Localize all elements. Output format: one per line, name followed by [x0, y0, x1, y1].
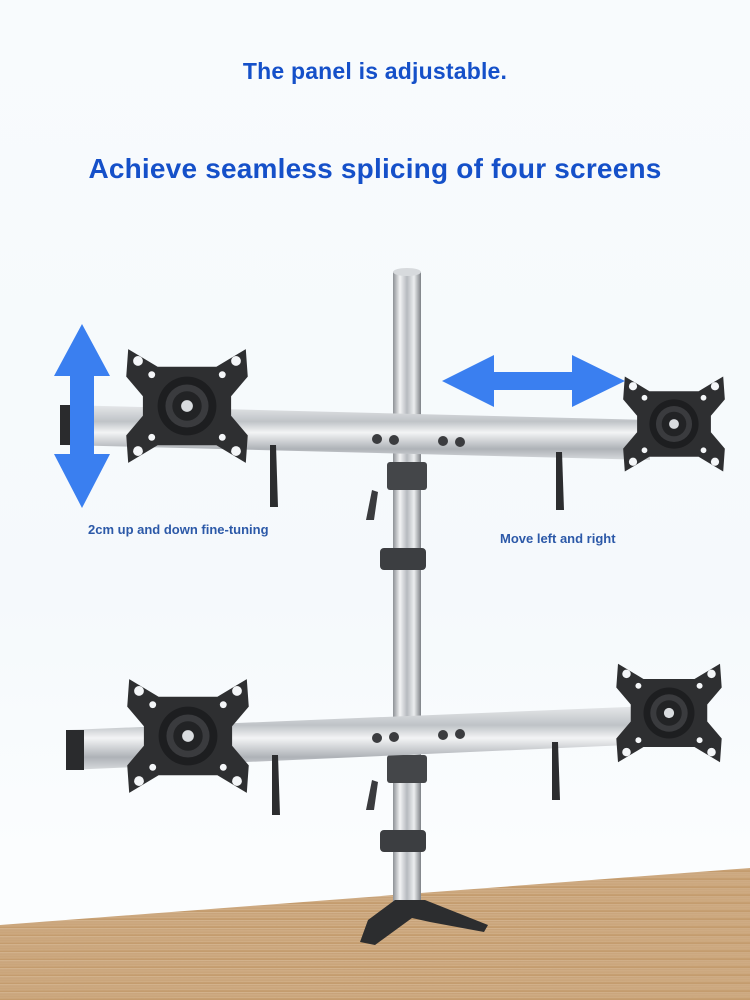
vesa-plate-top-right	[623, 376, 725, 472]
headline-four-screens: Achieve seamless splicing of four screen…	[88, 153, 662, 184]
lower-rail-clamp	[387, 755, 427, 783]
upper-rail-clamp	[387, 462, 427, 490]
vesa-plate-bottom-right	[616, 663, 722, 763]
desk-base	[360, 900, 488, 945]
lower-collar	[380, 830, 426, 852]
caption-vertical-adjust: 2cm up and down fine-tuning	[88, 522, 269, 537]
center-pole	[393, 272, 421, 912]
vesa-plate-bottom-left	[127, 679, 249, 793]
headline-adjustable: The panel is adjustable.	[242, 58, 508, 84]
horizontal-adjust-arrow	[442, 355, 625, 407]
caption-horizontal-move: Move left and right	[500, 531, 616, 546]
upper-collar	[380, 548, 426, 570]
vertical-adjust-arrow	[54, 324, 110, 508]
